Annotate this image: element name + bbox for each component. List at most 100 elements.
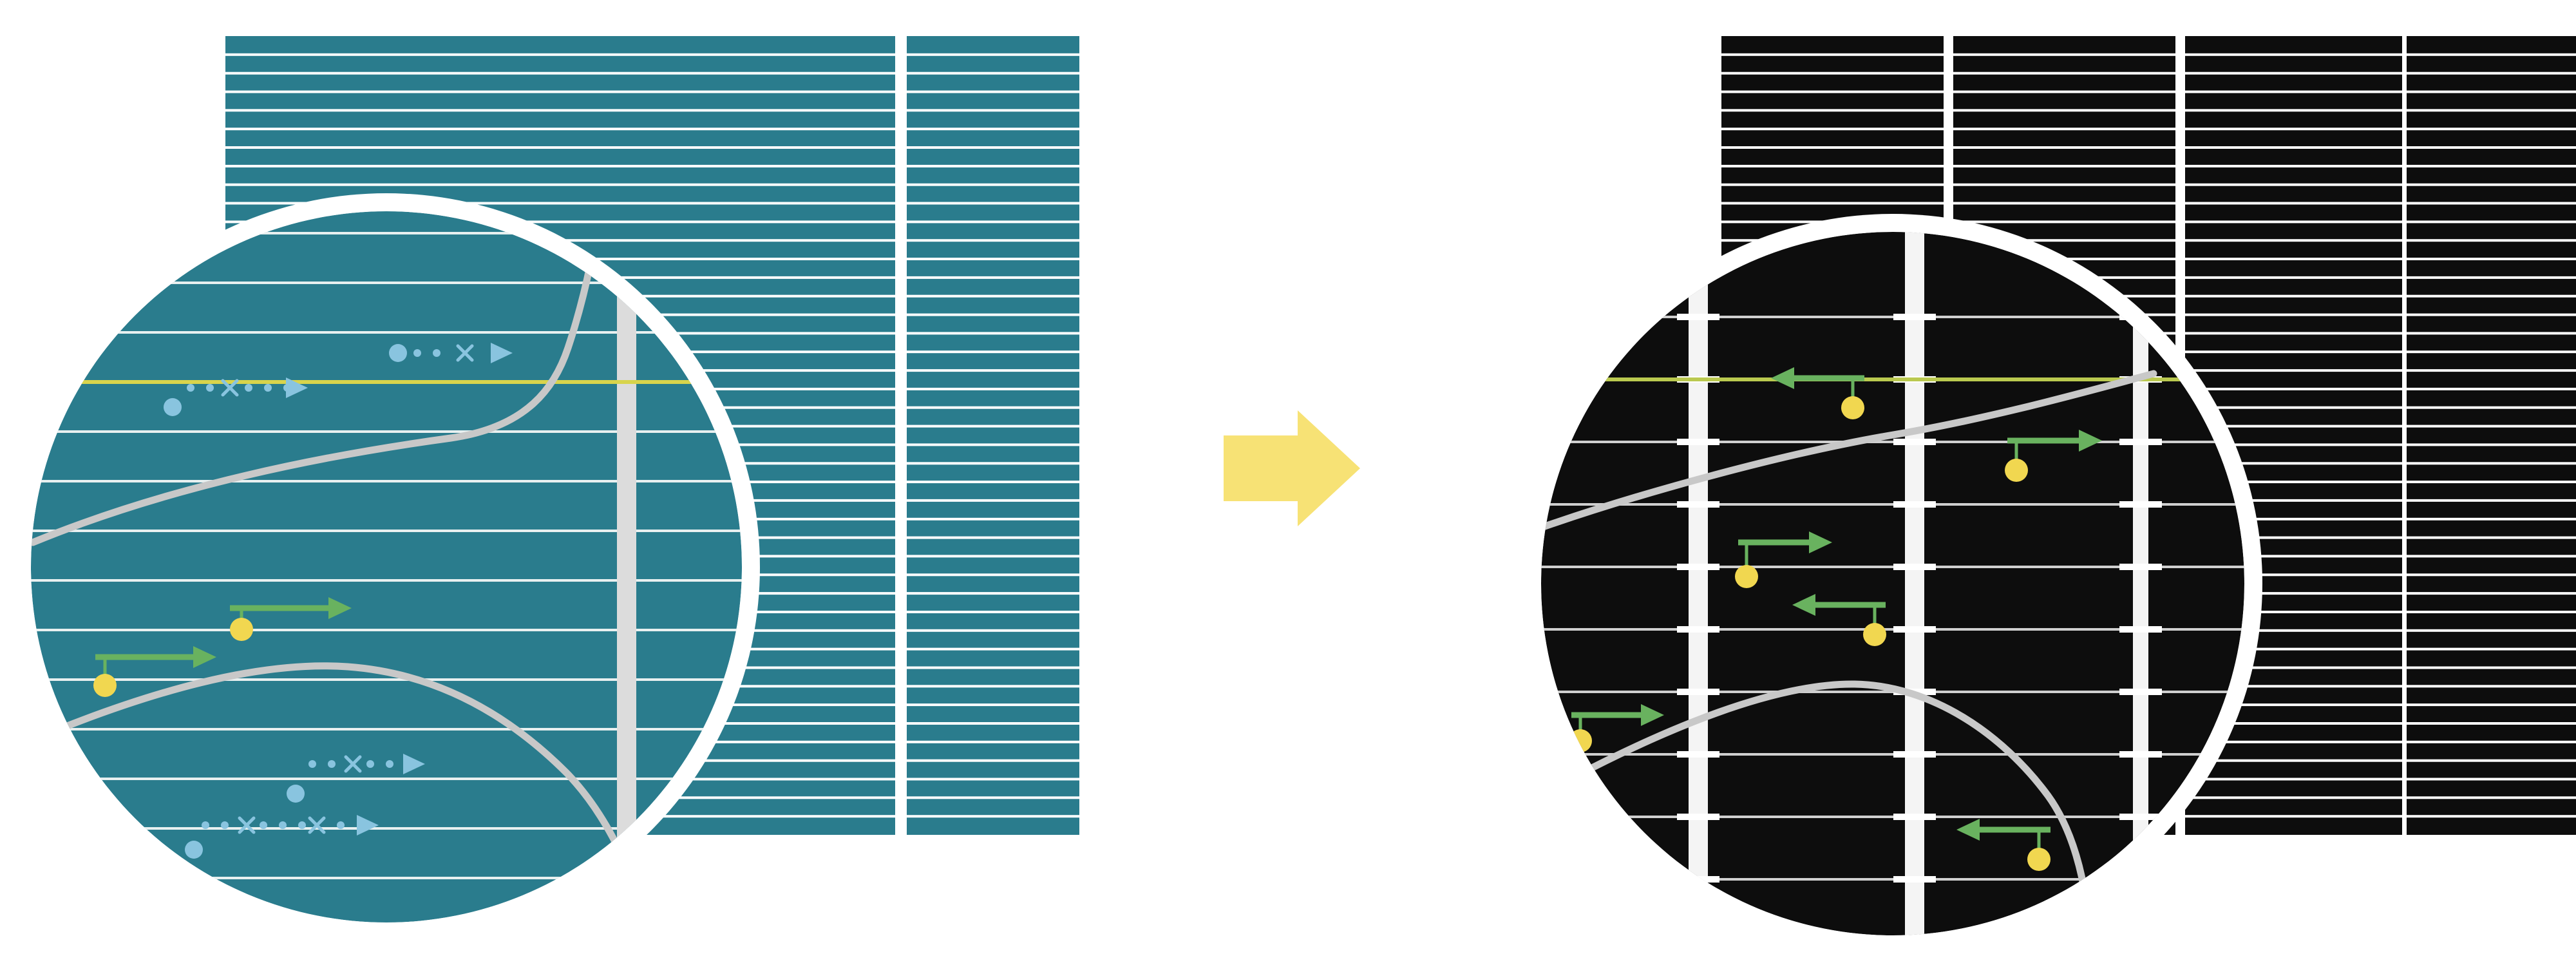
trail-dot [328,760,336,768]
trail-dot [433,349,440,357]
cell-column [2407,36,2576,835]
finger-line [907,592,1079,595]
trail-dot [337,821,345,829]
magnified-finger-line [31,331,742,334]
solder-pad-tick [1677,626,1719,633]
finger-line [2185,647,2402,651]
finger-line [907,387,1079,390]
magnified-finger-line [31,282,742,284]
finger-line [907,759,1079,762]
finger-line [907,202,1079,205]
blue-dotted-arrow-marker [164,377,308,416]
finger-line [225,183,895,186]
green-arrow-head-icon [1809,531,1832,553]
green-arrow-marker [93,646,216,697]
trail-dot [413,349,421,357]
finger-line [2407,128,2576,131]
trail-dot [206,384,214,392]
solder-pad-tick [1677,439,1719,445]
trail-dot [202,821,209,829]
finger-line [2407,778,2576,781]
finger-line [2185,536,2402,539]
finger-line [2185,740,2402,743]
finger-line [2407,611,2576,613]
finger-line [907,647,1079,651]
magnified-finger-line [1541,441,2244,443]
finger-line [907,666,1079,669]
finger-line [2185,722,2402,725]
finger-line [2185,90,2402,93]
magnified-finger-line [1541,816,2244,818]
trail-dot [221,821,229,829]
solder-pad-tick [2119,564,2162,570]
magnified-finger-line [31,430,742,433]
finger-line [2185,778,2402,781]
finger-line [2407,294,2576,298]
finger-line [907,332,1079,335]
finger-line [2407,536,2576,539]
finger-line [907,740,1079,743]
magnified-finger-line [31,629,742,631]
finger-line [2185,666,2402,669]
finger-line [907,53,1079,56]
finger-line [907,128,1079,131]
yellow-dot [1735,565,1758,588]
finger-line [2407,443,2576,446]
finger-line [1953,183,2175,186]
finger-line [1953,202,2175,205]
finger-line [907,815,1079,818]
finger-line [1721,109,1944,112]
finger-line [225,220,895,224]
finger-line [2185,202,2402,205]
magnified-finger-line [31,827,742,830]
magnified-finger-line [1541,503,2244,506]
finger-line [907,313,1079,316]
finger-line [2185,183,2402,186]
trail-dot [245,384,252,392]
finger-line [2185,294,2402,298]
left-magnifier-circle [13,193,760,941]
finger-line [2185,592,2402,595]
magnified-finger-line [31,678,742,681]
trail-dot [298,821,306,829]
finger-line [907,276,1079,279]
finger-line [2185,573,2402,577]
green-arrow-head-icon [2079,430,2102,452]
yellow-dot [93,674,117,697]
finger-line [2407,759,2576,762]
green-arrow-head-icon [1771,367,1794,389]
finger-line [2185,481,2402,484]
finger-line [2407,109,2576,112]
finger-line [2407,239,2576,242]
finger-line [2407,573,2576,577]
finger-line [907,258,1079,260]
magnified-finger-line [31,877,742,879]
finger-line [2407,146,2576,149]
magnified-finger-line [1541,878,2244,881]
finger-line [907,72,1079,75]
finger-line [225,90,895,93]
finger-line [2185,499,2402,502]
solder-pad-tick [1677,501,1719,508]
finger-line [1721,53,1944,56]
finger-line [907,685,1079,688]
solder-pad-tick [2119,626,2162,633]
finger-line [225,53,895,56]
finger-line [2407,406,2576,409]
magnified-finger-line [31,728,742,730]
busbar-bar [1689,232,1708,935]
finger-line [2407,722,2576,725]
blue-dot [185,841,203,859]
trail-dot [187,384,194,392]
blue-arrow-head-icon [491,343,513,363]
magnified-view [31,211,742,922]
finger-line [907,536,1079,539]
finger-line [2407,555,2576,558]
finger-line [2407,481,2576,484]
finger-line [2185,611,2402,613]
finger-line [907,406,1079,409]
finger-line [907,611,1079,613]
finger-line [907,462,1079,465]
finger-line [2185,128,2402,131]
finger-line [907,555,1079,558]
